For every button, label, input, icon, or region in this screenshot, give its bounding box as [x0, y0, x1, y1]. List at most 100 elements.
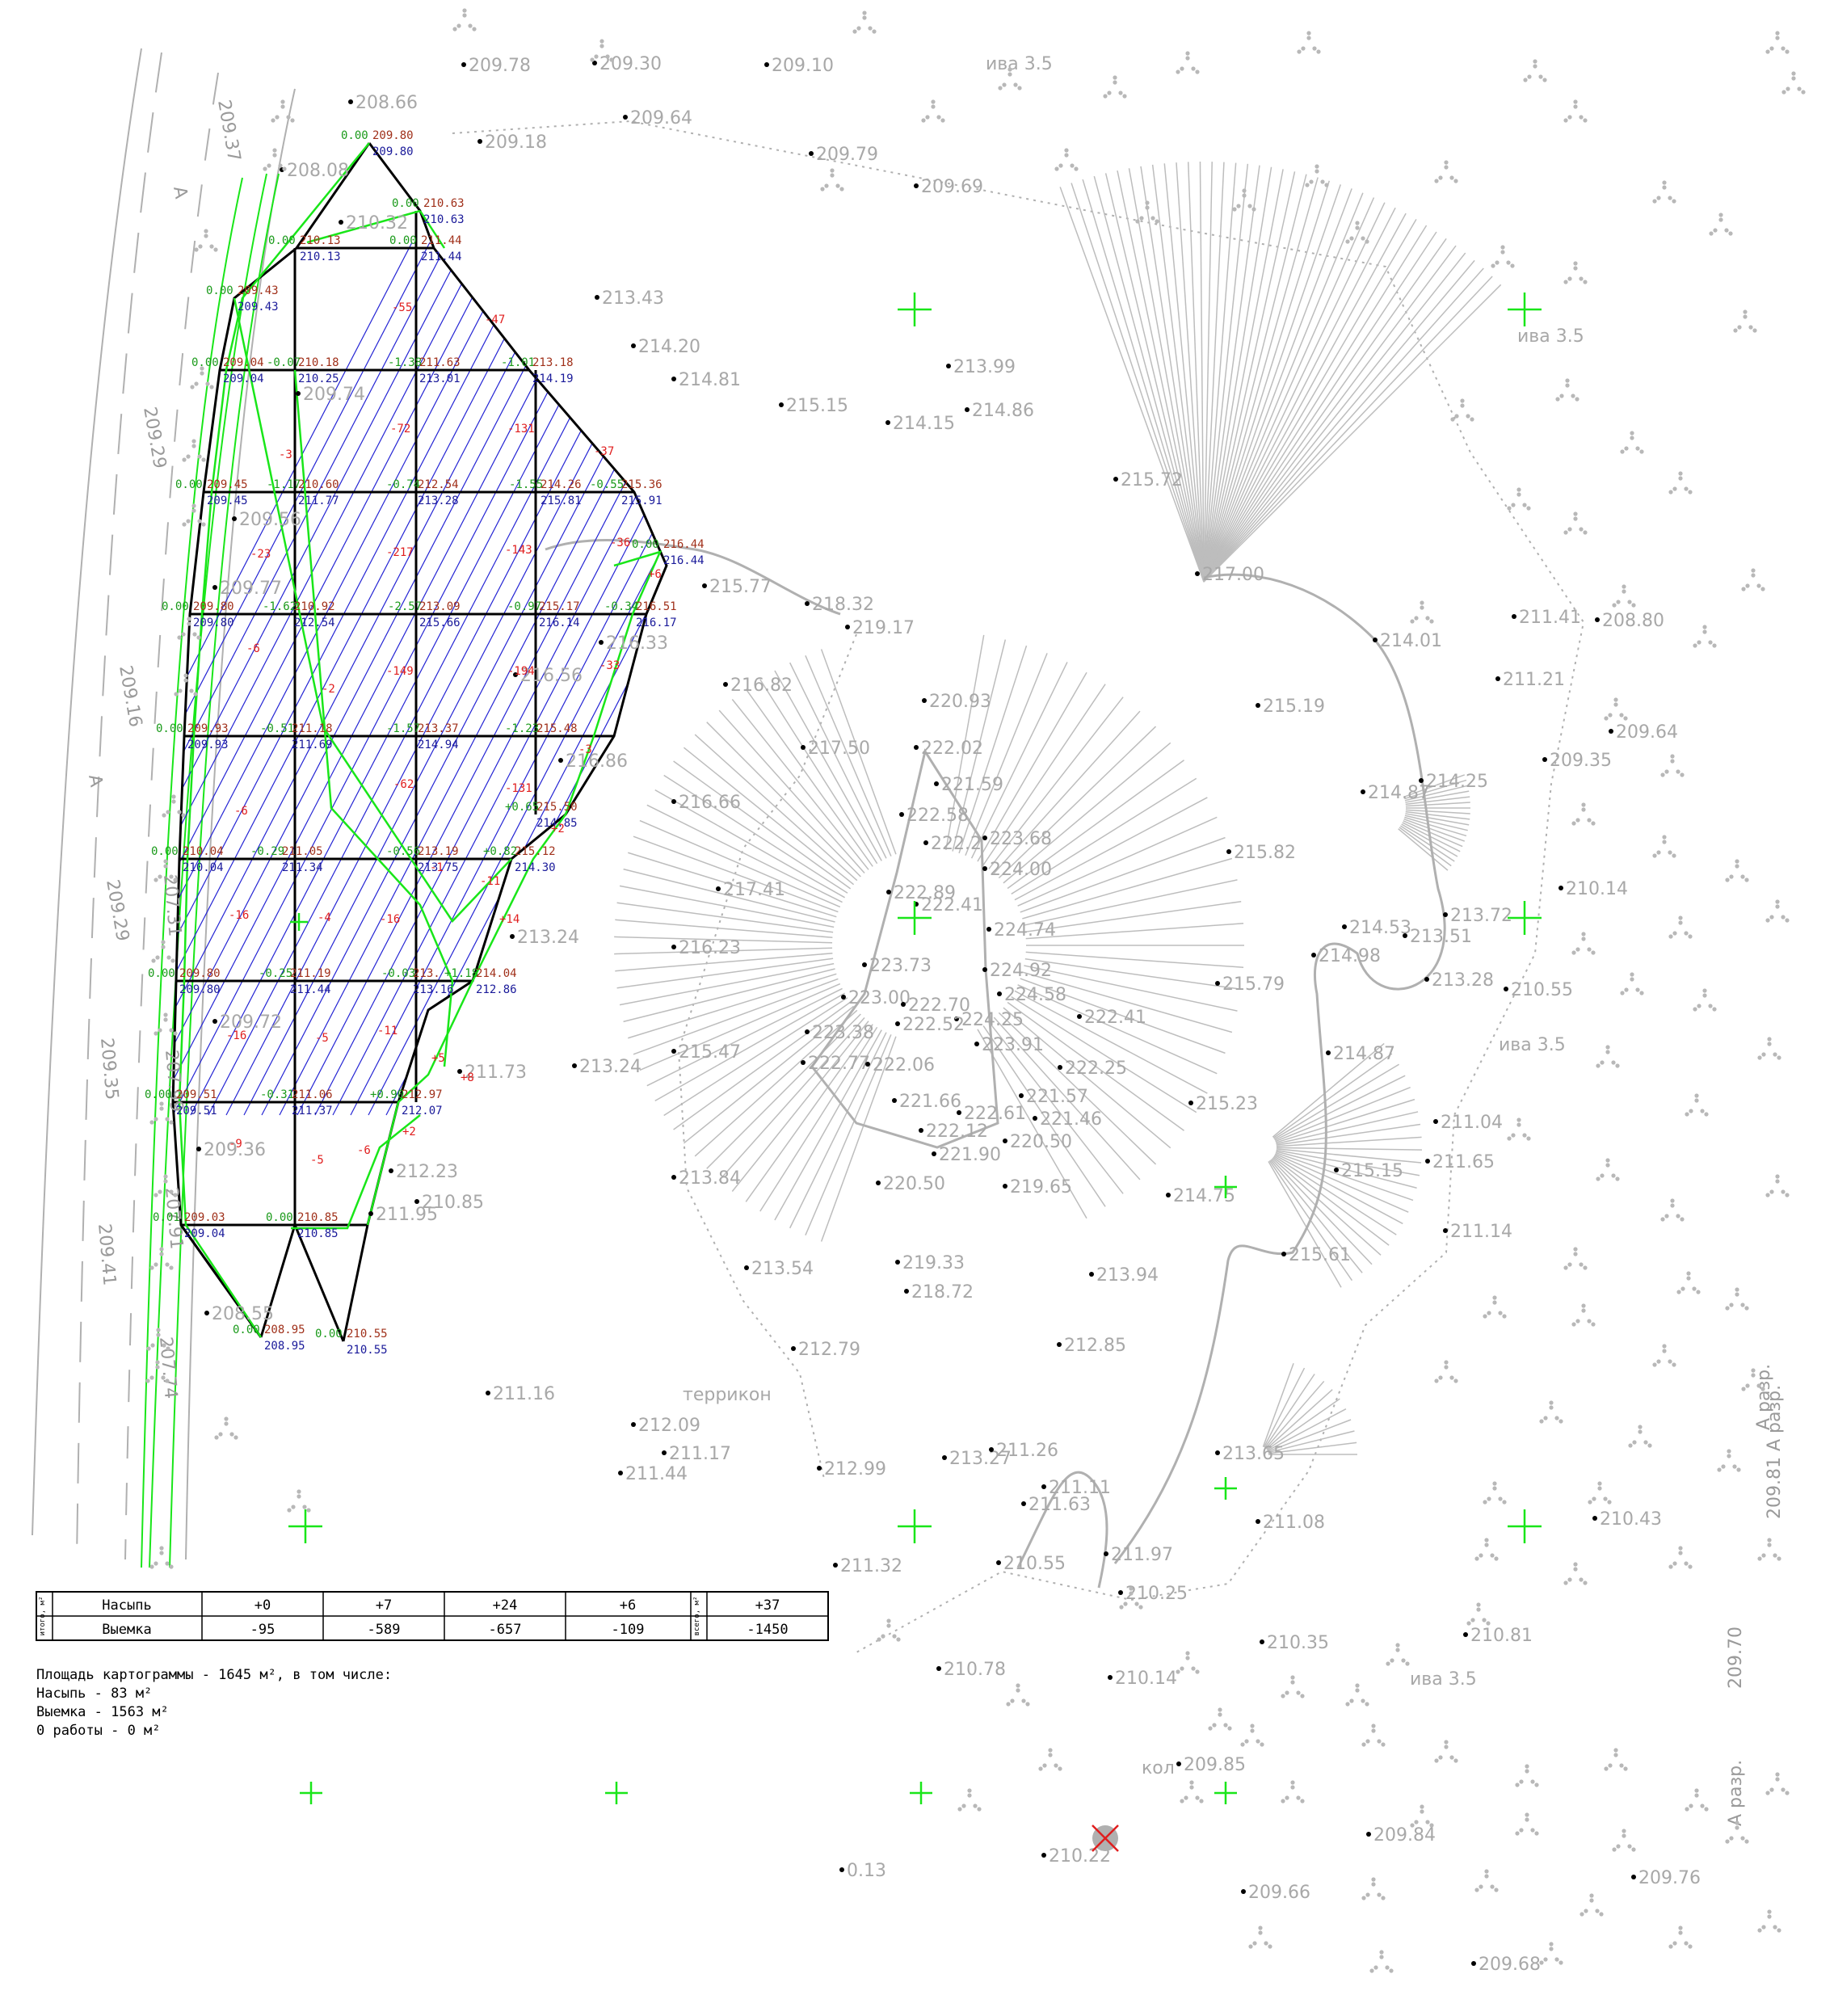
- spot-dot: [1241, 1889, 1246, 1894]
- spot-height-label: 212.09: [638, 1416, 700, 1436]
- tree-icon: [1466, 1602, 1491, 1626]
- hatch-line: [173, 242, 608, 1116]
- hachure-line: [1151, 164, 1205, 583]
- spot-dot: [461, 62, 466, 67]
- node-ground-height: 216.14: [539, 617, 580, 629]
- spot-height-label: 209.74: [303, 385, 365, 405]
- tree-icon: [1483, 1295, 1507, 1319]
- road-label: 209.29: [139, 406, 170, 470]
- node-design-height: 211.18: [292, 722, 333, 735]
- hachure-line: [1203, 174, 1307, 583]
- spot-dot: [895, 1260, 900, 1265]
- spot-height: 209.68: [1471, 1955, 1541, 1975]
- spot-height-label: 213.43: [602, 288, 664, 309]
- spot-dot: [1495, 676, 1500, 681]
- spot-dot: [1504, 987, 1508, 991]
- spot-height: 215.23: [1188, 1094, 1258, 1114]
- spot-dot: [946, 364, 951, 368]
- spot-height-label: 213.54: [751, 1259, 814, 1279]
- spot-height: 214.25: [1419, 772, 1488, 792]
- spot-height-label: 210.35: [1267, 1633, 1329, 1653]
- spot-height: 211.04: [1433, 1113, 1503, 1133]
- tree-icon: [820, 168, 844, 191]
- spot-height-label: 215.47: [679, 1042, 741, 1063]
- spot-height: 208.08: [280, 161, 349, 181]
- node-work-height: 0.00: [145, 1088, 172, 1101]
- spot-height: 211.11: [1041, 1478, 1111, 1498]
- spot-height-label: 209.84: [1373, 1825, 1436, 1846]
- hachure-line: [1203, 213, 1407, 583]
- hachure-line: [619, 885, 835, 928]
- tree-icon: [1208, 1707, 1232, 1731]
- cell-volume: -131: [507, 423, 535, 436]
- tree-icon: [1539, 1400, 1563, 1424]
- hachure-line: [1403, 820, 1463, 848]
- cut-col-1: -95: [250, 1622, 276, 1638]
- spot-height: 213.28: [1424, 970, 1494, 991]
- spot-height-label: 211.41: [1519, 608, 1581, 628]
- node-design-height: 212.54: [418, 478, 459, 491]
- hachure-line: [706, 1013, 861, 1169]
- tree-icon: [182, 503, 206, 527]
- tree-icon: [1369, 1950, 1394, 1973]
- cell-volume: -194: [507, 665, 535, 678]
- spot-height: 211.73: [457, 1063, 527, 1083]
- spot-height-label: 220.93: [929, 692, 991, 712]
- spot-dot: [914, 745, 919, 750]
- spot-dot: [513, 672, 518, 677]
- spot-height: 214.87: [1361, 783, 1430, 803]
- hachure-line: [1071, 183, 1205, 583]
- hachure-line: [1267, 1408, 1347, 1451]
- spot-height-label: 214.81: [679, 370, 741, 390]
- node-work-height: -0.74: [386, 478, 420, 491]
- spot-height-label: 211.04: [1441, 1113, 1503, 1133]
- spot-height: 217.00: [1195, 565, 1264, 585]
- spot-dot: [1058, 1065, 1062, 1070]
- road-label: 207.99: [161, 1049, 187, 1113]
- spot-dot: [895, 1021, 900, 1026]
- spot-dot: [1057, 1342, 1062, 1347]
- spot-dot: [1195, 571, 1200, 576]
- spot-height-label: 215.15: [1341, 1161, 1403, 1181]
- node-design-height: 209.03: [184, 1211, 225, 1224]
- spot-height: 213.24: [572, 1057, 641, 1077]
- hachure-line: [1203, 267, 1484, 583]
- slope-hachures: [614, 162, 1502, 1455]
- cut-col-3: -657: [489, 1622, 522, 1638]
- tree-icon: [1668, 1546, 1693, 1569]
- tree-icon: [1604, 1748, 1628, 1771]
- tree-icon: [1305, 164, 1329, 187]
- hachure-line: [683, 1005, 855, 1144]
- spot-dot: [744, 1265, 749, 1270]
- spot-height-label: 208.55: [212, 1304, 274, 1324]
- node-work-height: -1.62: [263, 600, 297, 613]
- node-work-height: 0.01: [153, 1211, 180, 1224]
- tree-icon: [1345, 221, 1369, 244]
- road-label: А: [169, 185, 191, 200]
- hachure-line: [1405, 809, 1470, 814]
- cut-total: -1450: [747, 1622, 788, 1638]
- tree-icon: [149, 1247, 174, 1270]
- hachure-line: [614, 947, 833, 955]
- spot-height: 223.68: [982, 829, 1052, 849]
- spot-dot: [957, 1110, 961, 1115]
- tree-icon: [1571, 1303, 1596, 1327]
- hachure-line: [977, 671, 1087, 862]
- hachure-line: [1187, 162, 1205, 583]
- tree-icon: [1515, 1764, 1539, 1787]
- node-design-height: 209.80: [372, 129, 414, 142]
- node-ground-height: 210.13: [300, 250, 341, 263]
- hachure-line: [1268, 1430, 1355, 1454]
- spot-height: 221.46: [1033, 1109, 1102, 1130]
- hachure-line: [619, 962, 835, 1006]
- node-ground-height: 209.80: [193, 617, 234, 629]
- spot-height: 212.09: [631, 1416, 700, 1436]
- tree-icon: [1571, 932, 1596, 955]
- node-design-height: 210.63: [423, 197, 465, 210]
- spot-height: 214.98: [1311, 946, 1381, 966]
- hachure-line: [789, 662, 887, 859]
